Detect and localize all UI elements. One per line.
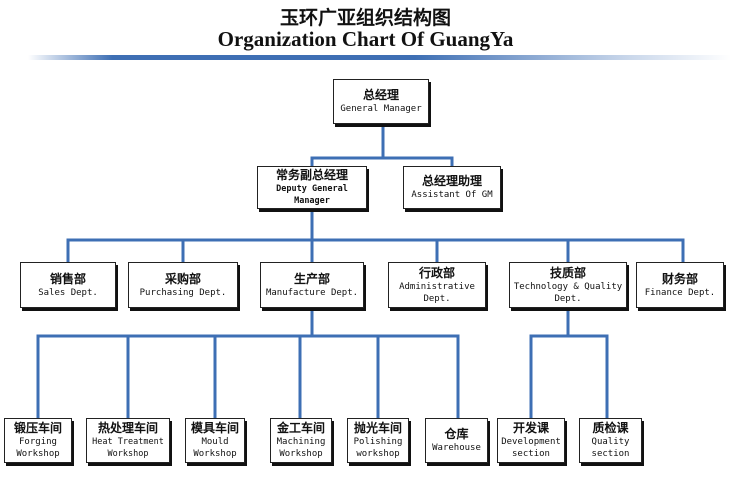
node-machining-workshop: 金工车间 Machining Workshop: [270, 418, 332, 463]
node-assistant-of-gm-cn: 总经理助理: [421, 174, 482, 188]
node-forging-workshop-en: Forging Workshop: [16, 437, 60, 459]
node-quality-section-en: Quality section: [591, 437, 630, 459]
node-mould-workshop: 模具车间 Mould Workshop: [185, 418, 245, 463]
node-mould-workshop-en: Mould Workshop: [193, 437, 237, 459]
node-assistant-of-gm: 总经理助理 Assistant Of GM: [403, 166, 501, 209]
chart-title-english: Organization Chart Of GuangYa: [217, 27, 514, 51]
node-manufacture-dept: 生产部 Manufacture Dept.: [260, 262, 364, 308]
node-warehouse-en: Warehouse: [432, 443, 481, 453]
node-sales-dept-cn: 销售部: [49, 271, 86, 286]
node-finance-dept-cn: 财务部: [661, 271, 698, 286]
node-heat-treatment-workshop-cn: 热处理车间: [97, 421, 158, 435]
node-general-manager-en: General Manager: [340, 104, 422, 114]
node-assistant-of-gm-en: Assistant Of GM: [411, 190, 493, 200]
connector-gm-to-level2: [310, 124, 454, 168]
node-development-section-en: Development section: [501, 437, 561, 459]
node-finance-dept: 财务部 Finance Dept.: [636, 262, 724, 308]
connector-manufacture-to-workshops: [36, 307, 460, 420]
header-divider: [28, 55, 731, 60]
node-sales-dept: 销售部 Sales Dept.: [20, 262, 116, 308]
node-general-manager-cn: 总经理: [362, 88, 399, 102]
node-purchasing-dept-en: Purchasing Dept.: [139, 287, 227, 298]
node-polishing-workshop-en: Polishing workshop: [353, 437, 403, 459]
node-machining-workshop-en: Machining Workshop: [276, 437, 326, 459]
node-sales-dept-en: Sales Dept.: [38, 287, 98, 298]
node-general-manager: 总经理 General Manager: [333, 79, 429, 124]
node-technology-quality-dept: 技质部 Technology & Quality Dept.: [509, 262, 627, 308]
node-purchasing-dept: 采购部 Purchasing Dept.: [128, 262, 238, 308]
node-finance-dept-en: Finance Dept.: [644, 287, 716, 298]
node-deputy-general-manager: 常务副总经理 Deputy General Manager: [257, 166, 367, 209]
node-forging-workshop: 锻压车间 Forging Workshop: [4, 418, 72, 463]
node-development-section-cn: 开发课: [512, 421, 549, 435]
node-administrative-dept-en: Administrative Dept.: [399, 281, 475, 304]
connector-dgm-to-departments: [66, 208, 685, 264]
node-quality-section-cn: 质检课: [592, 421, 629, 435]
node-deputy-general-manager-cn: 常务副总经理: [275, 168, 348, 182]
node-purchasing-dept-cn: 采购部: [164, 271, 201, 286]
node-manufacture-dept-en: Manufacture Dept.: [265, 287, 359, 298]
node-machining-workshop-cn: 金工车间: [276, 421, 325, 435]
node-heat-treatment-workshop-en: Heat Treatment Workshop: [92, 437, 164, 459]
node-quality-section: 质检课 Quality section: [579, 418, 642, 463]
node-warehouse: 仓库 Warehouse: [425, 418, 488, 463]
node-development-section: 开发课 Development section: [497, 418, 565, 463]
node-administrative-dept-cn: 行政部: [418, 265, 455, 280]
connector-tech-to-sections: [529, 307, 609, 420]
node-mould-workshop-cn: 模具车间: [190, 421, 239, 435]
chart-title-chinese: 玉环广亚组织结构图: [279, 7, 451, 29]
node-polishing-workshop: 抛光车间 Polishing workshop: [347, 418, 409, 463]
node-warehouse-cn: 仓库: [444, 427, 469, 441]
node-heat-treatment-workshop: 热处理车间 Heat Treatment Workshop: [86, 418, 170, 463]
node-forging-workshop-cn: 锻压车间: [13, 421, 62, 435]
node-technology-quality-dept-en: Technology & Quality Dept.: [513, 281, 623, 304]
node-deputy-general-manager-en: Deputy General Manager: [276, 184, 348, 206]
node-manufacture-dept-cn: 生产部: [293, 271, 330, 286]
node-technology-quality-dept-cn: 技质部: [549, 265, 586, 280]
node-administrative-dept: 行政部 Administrative Dept.: [388, 262, 486, 308]
node-polishing-workshop-cn: 抛光车间: [353, 421, 402, 435]
